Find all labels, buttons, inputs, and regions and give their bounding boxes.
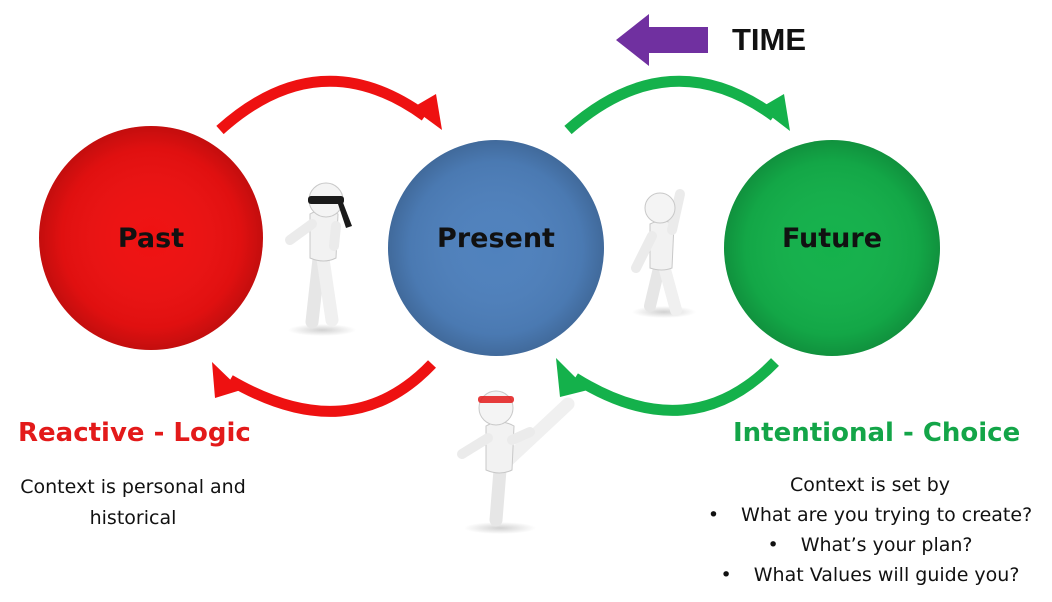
stick-figure-kicking-icon [457, 390, 575, 534]
future-question-create: What are you trying to create? [690, 500, 1050, 530]
arrow-present-to-future [564, 75, 790, 135]
present-circle [388, 140, 604, 356]
arrow-past-to-present [216, 75, 442, 135]
arrow-present-to-past [212, 360, 436, 417]
present-label: Present [437, 223, 555, 254]
past-label: Past [118, 223, 184, 254]
past-heading: Reactive - Logic [18, 418, 251, 448]
future-circle [724, 140, 940, 356]
future-description-intro: Context is set by [789, 474, 951, 496]
stick-figure-blindfolded-icon [285, 182, 356, 336]
future-label: Future [782, 223, 882, 254]
future-question-plan: What’s your plan? [690, 530, 1050, 560]
future-question-values: What Values will guide you? [690, 560, 1050, 590]
time-label: TIME [732, 22, 806, 57]
future-question-list: What are you trying to create? What’s yo… [690, 500, 1050, 590]
arrow-future-to-present [556, 358, 779, 416]
future-heading: Intentional - Choice [733, 418, 1021, 448]
stick-figure-thinking-icon [631, 189, 696, 318]
past-description: Context is personal and historical [20, 476, 246, 529]
time-arrow-icon [616, 14, 708, 66]
past-circle [39, 126, 263, 350]
future-description: Context is set by What are you trying to… [690, 470, 1050, 590]
